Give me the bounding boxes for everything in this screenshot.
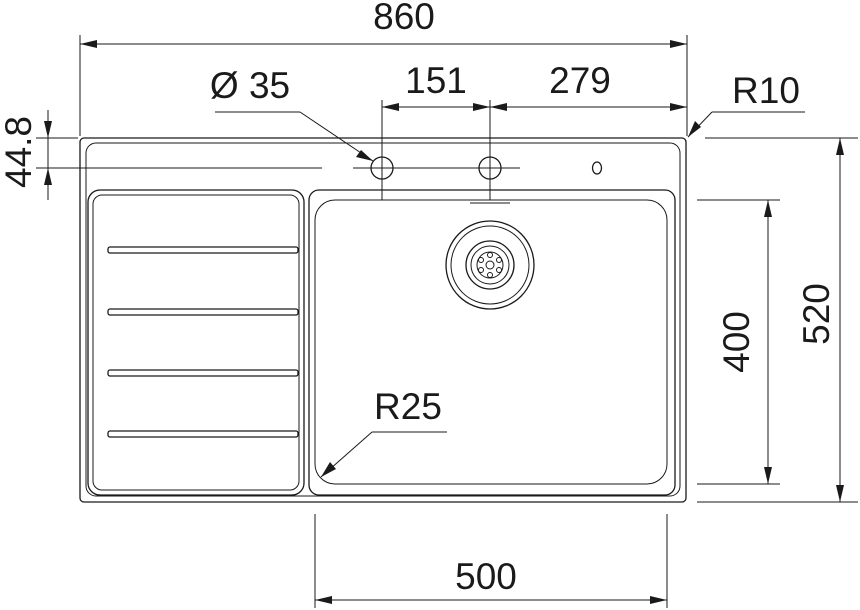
- dim-label-tap-hole-diameter: Ø 35: [210, 65, 290, 106]
- drainboard: [87, 189, 305, 496]
- dim-overall-width: 860: [79, 0, 688, 136]
- dim-label-bowl-depth: 400: [716, 311, 757, 373]
- dim-tap-holes: 151 279: [381, 60, 687, 200]
- drainboard-rib: [107, 369, 299, 377]
- dim-label-bowl-width: 500: [455, 556, 517, 597]
- dim-bowl-corner-radius: R25: [320, 386, 447, 478]
- dim-edge-to-hole-axis: 44.8: [0, 110, 78, 200]
- dim-label-bowl-corner-radius: R25: [374, 386, 442, 427]
- drainboard-rib: [107, 246, 299, 254]
- dim-bowl-depth: 400: [697, 199, 780, 485]
- dim-label-tap-hole-spacing: 151: [405, 60, 467, 101]
- drainboard-rib: [107, 430, 299, 438]
- dim-bowl-width: 500: [314, 514, 668, 608]
- overflow-hole: [591, 161, 603, 175]
- dim-label-tap-hole-offset: 279: [549, 60, 611, 101]
- dim-label-overall-depth: 520: [796, 283, 837, 345]
- drain-strainer: [445, 220, 535, 310]
- drainboard-rib: [107, 308, 299, 316]
- sink-outline: [79, 137, 687, 503]
- dim-tap-hole-diameter: Ø 35: [210, 65, 374, 162]
- dim-label-corner-radius: R10: [732, 70, 800, 111]
- dim-label-edge-to-hole-axis: 44.8: [0, 116, 39, 188]
- dim-overall-depth: 520: [697, 137, 858, 503]
- dim-corner-radius: R10: [687, 70, 805, 138]
- dim-label-overall-width: 860: [373, 0, 435, 37]
- sink-bowl: [308, 189, 676, 496]
